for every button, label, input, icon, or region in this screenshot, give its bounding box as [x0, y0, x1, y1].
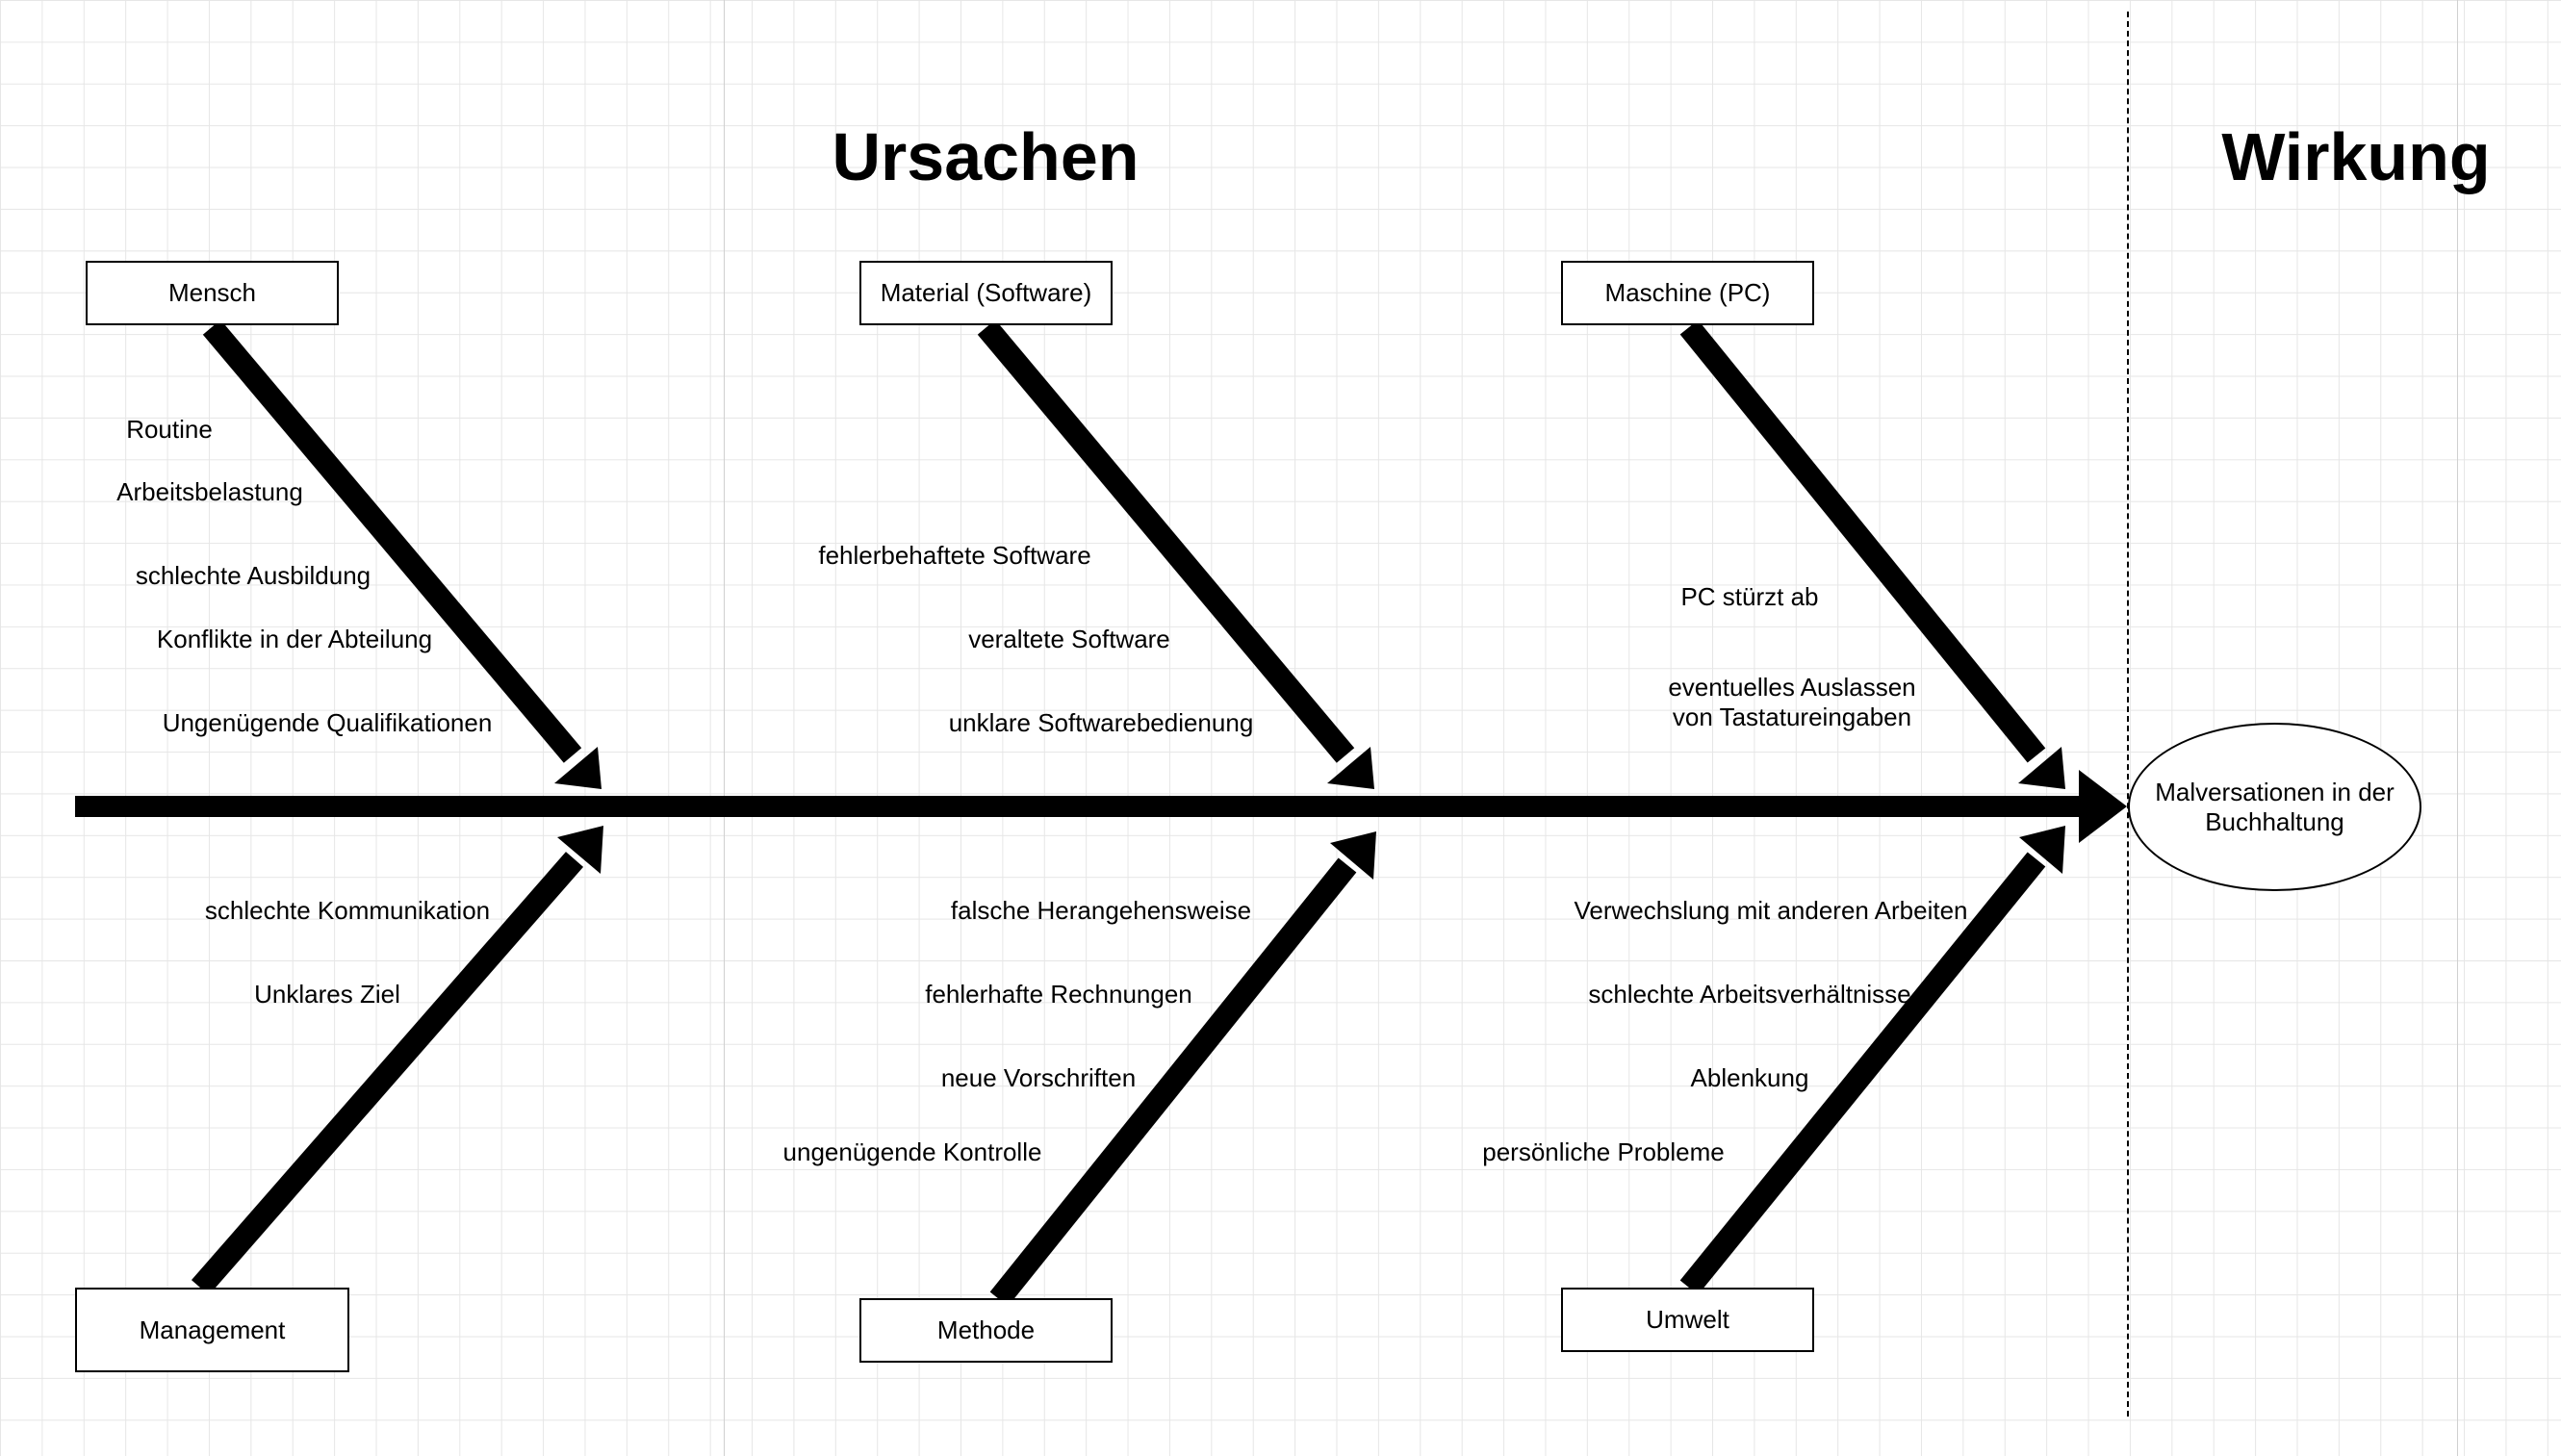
cause-label: von Tastatureingaben: [1672, 702, 1912, 731]
cause-label: Ungenügende Qualifikationen: [162, 708, 493, 737]
cause-label: neue Vorschriften: [940, 1063, 1137, 1092]
causes-heading: Ursachen: [832, 119, 1140, 194]
section-divider-line: [724, 0, 725, 1456]
bone-maschine-arrowhead: [2018, 747, 2065, 789]
cause-effect-divider: [2127, 12, 2129, 1417]
bone-mensch-arrowhead: [554, 747, 602, 789]
effect-text-line2: Buchhaltung: [2205, 806, 2344, 836]
effect-ellipse: Malversationen in der Buchhaltung: [2128, 723, 2421, 891]
cause-label: ungenügende Kontrolle: [782, 1137, 1042, 1166]
bone-methode-arrowhead: [1330, 831, 1376, 880]
bone-umwelt-arrowhead: [2019, 826, 2065, 874]
category-box-material: Material (Software): [859, 261, 1113, 325]
cause-label: veraltete Software: [968, 625, 1170, 653]
cause-label: unklare Softwarebedienung: [948, 708, 1254, 737]
bone-methode: [989, 857, 1357, 1307]
cause-label: schlechte Arbeitsverhältnisse: [1588, 980, 1911, 1009]
category-box-management: Management: [75, 1288, 349, 1372]
category-box-umwelt: Umwelt: [1561, 1288, 1814, 1352]
cause-label: Unklares Ziel: [254, 980, 400, 1009]
effect-heading: Wirkung: [2221, 119, 2491, 194]
cause-label: Arbeitsbelastung: [116, 477, 303, 506]
category-box-maschine: Maschine (PC): [1561, 261, 1814, 325]
cause-label: persönliche Probleme: [1482, 1137, 1725, 1166]
cause-label: fehlerhafte Rechnungen: [925, 980, 1192, 1009]
category-box-mensch: Mensch: [86, 261, 339, 325]
bone-umwelt: [1679, 852, 2046, 1295]
main-spine-arrowhead: [2079, 770, 2127, 843]
effect-text-line1: Malversationen in der: [2155, 777, 2395, 806]
cause-label: Konflikte in der Abteilung: [156, 625, 433, 653]
bone-maschine: [1679, 319, 2046, 763]
section-divider-line: [2457, 0, 2458, 1456]
bone-management-arrowhead: [557, 826, 603, 874]
cause-label: PC stürzt ab: [1680, 582, 1819, 611]
cause-label: schlechte Kommunikation: [204, 896, 491, 925]
cause-label: Routine: [126, 415, 213, 444]
cause-label: fehlerbehaftete Software: [818, 541, 1091, 570]
cause-label: falsche Herangehensweise: [950, 896, 1252, 925]
cause-label: schlechte Ausbildung: [135, 561, 371, 590]
bone-management: [191, 852, 584, 1295]
cause-label: Verwechslung mit anderen Arbeiten: [1574, 896, 1968, 925]
category-box-methode: Methode: [859, 1298, 1113, 1363]
cause-label: eventuelles Auslassen: [1668, 673, 1916, 702]
cause-label: Ablenkung: [1690, 1063, 1809, 1092]
bone-material: [977, 319, 1355, 763]
bone-material-arrowhead: [1327, 747, 1374, 789]
bone-mensch: [202, 319, 582, 763]
